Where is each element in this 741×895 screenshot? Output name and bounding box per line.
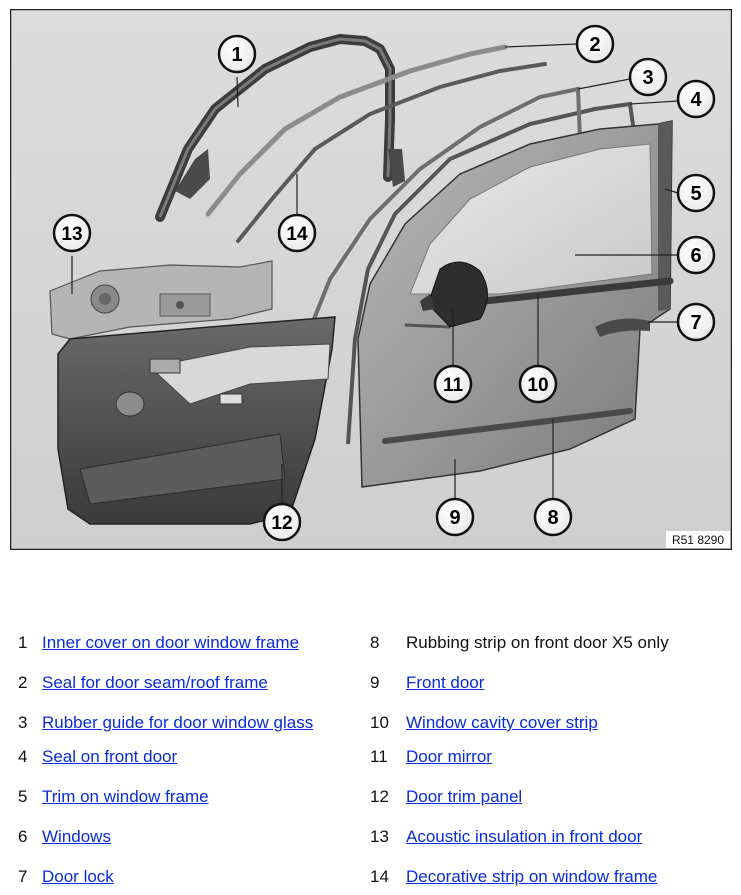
callout-13: 13 bbox=[52, 213, 92, 253]
part-seal-roof-frame bbox=[205, 44, 508, 217]
svg-text:4: 4 bbox=[690, 89, 702, 111]
part-window-glass bbox=[409, 143, 653, 295]
callout-2: 2 bbox=[575, 24, 615, 64]
legend-item-4: 4 Seal on front door bbox=[18, 747, 177, 767]
legend-number: 3 bbox=[18, 713, 28, 732]
legend-item-6: 6 Windows bbox=[18, 827, 111, 847]
svg-text:10: 10 bbox=[527, 375, 548, 396]
legend-number: 9 bbox=[370, 673, 380, 692]
figure-id-box bbox=[666, 531, 730, 548]
svg-text:1: 1 bbox=[231, 44, 242, 66]
part-window-frame-trim bbox=[658, 121, 672, 311]
legend-link-decorative-strip[interactable]: Decorative strip on window frame bbox=[406, 867, 658, 886]
callout-7: 7 bbox=[676, 302, 716, 342]
legend-link-cavity-cover-strip[interactable]: Window cavity cover strip bbox=[406, 713, 598, 732]
legend-link-front-door[interactable]: Front door bbox=[406, 673, 485, 692]
legend-item-9: 9 Front door bbox=[370, 673, 484, 693]
callout-10: 10 bbox=[518, 364, 558, 404]
legend-number: 5 bbox=[18, 787, 28, 806]
callout-4: 4 bbox=[676, 79, 716, 119]
legend-item-7: 7 Door lock bbox=[18, 867, 114, 887]
callout-5: 5 bbox=[676, 173, 716, 213]
legend-link-inner-cover[interactable]: Inner cover on door window frame bbox=[42, 633, 300, 652]
svg-text:14: 14 bbox=[286, 224, 308, 245]
callout-9: 9 bbox=[435, 497, 475, 537]
legend-item-8: 8 Rubbing strip on front door X5 only bbox=[370, 633, 669, 653]
callout-11: 11 bbox=[433, 364, 473, 404]
legend-link-seal-roof-frame[interactable]: Seal for door seam/roof frame bbox=[42, 673, 268, 692]
legend-item-12: 12 Door trim panel bbox=[370, 787, 522, 807]
legend-number: 4 bbox=[18, 747, 28, 766]
part-door-mirror bbox=[420, 261, 488, 328]
svg-text:11: 11 bbox=[443, 375, 464, 396]
part-acoustic-insulation bbox=[49, 260, 273, 340]
legend-number: 13 bbox=[370, 827, 389, 846]
svg-text:7: 7 bbox=[690, 312, 701, 334]
part-rubber-guide bbox=[308, 86, 583, 330]
legend-number: 12 bbox=[370, 787, 389, 806]
exploded-door-diagram: 1 2 3 4 5 6 7 8 9 10 11 12 13 14 R51 829… bbox=[10, 9, 732, 550]
svg-text:12: 12 bbox=[271, 513, 292, 534]
svg-text:5: 5 bbox=[690, 183, 701, 205]
callout-8: 8 bbox=[533, 497, 573, 537]
legend-item-3: 3 Rubber guide for door window glass bbox=[18, 713, 313, 733]
legend-item-2: 2 Seal for door seam/roof frame bbox=[18, 673, 268, 693]
legend-number: 7 bbox=[18, 867, 28, 886]
legend-item-1: 1 Inner cover on door window frame bbox=[18, 633, 299, 653]
legend-item-11: 11 Door mirror bbox=[370, 747, 492, 767]
legend-number: 1 bbox=[18, 633, 28, 652]
legend-item-14: 14 Decorative strip on window frame bbox=[370, 867, 657, 887]
legend-item-13: 13 Acoustic insulation in front door bbox=[370, 827, 642, 847]
legend-link-seal-front-door[interactable]: Seal on front door bbox=[42, 747, 178, 766]
legend-number: 14 bbox=[370, 867, 389, 886]
callout-12: 12 bbox=[262, 502, 302, 542]
legend-text-rubbing-strip: Rubbing strip on front door X5 only bbox=[406, 633, 669, 652]
callouts: 1 2 3 4 5 6 7 8 9 10 11 12 13 14 bbox=[52, 24, 716, 542]
legend-item-10: 10 Window cavity cover strip bbox=[370, 713, 598, 733]
legend-link-window-frame-trim[interactable]: Trim on window frame bbox=[42, 787, 209, 806]
legend-link-rubber-guide[interactable]: Rubber guide for door window glass bbox=[42, 713, 314, 732]
svg-text:6: 6 bbox=[690, 245, 701, 267]
part-seal-front-door bbox=[346, 101, 638, 445]
legend-link-door-lock[interactable]: Door lock bbox=[42, 867, 114, 886]
legend-item-5: 5 Trim on window frame bbox=[18, 787, 209, 807]
figure-id-label: R51 8290 bbox=[672, 533, 724, 547]
part-decorative-strip bbox=[236, 62, 547, 243]
part-cavity-cover-strip bbox=[481, 277, 674, 305]
legend-link-windows[interactable]: Windows bbox=[42, 827, 111, 846]
callout-3: 3 bbox=[628, 57, 668, 97]
legend-number: 10 bbox=[370, 713, 389, 732]
part-rubbing-strip bbox=[382, 408, 633, 444]
svg-text:8: 8 bbox=[547, 507, 558, 529]
part-inner-cover bbox=[155, 34, 405, 222]
part-door-lock bbox=[595, 318, 650, 337]
svg-text:3: 3 bbox=[642, 67, 653, 89]
callout-6: 6 bbox=[676, 235, 716, 275]
leader-lines bbox=[71, 43, 679, 503]
svg-text:9: 9 bbox=[449, 507, 460, 529]
callout-14: 14 bbox=[277, 213, 317, 253]
legend-number: 8 bbox=[370, 633, 380, 652]
callout-1: 1 bbox=[217, 34, 257, 74]
svg-text:13: 13 bbox=[61, 224, 82, 245]
legend-number: 11 bbox=[370, 747, 388, 766]
legend-number: 2 bbox=[18, 673, 28, 692]
legend-link-door-mirror[interactable]: Door mirror bbox=[406, 747, 492, 766]
legend-number: 6 bbox=[18, 827, 28, 846]
part-door-trim-panel bbox=[57, 316, 336, 525]
svg-text:2: 2 bbox=[589, 34, 600, 56]
legend-link-door-trim-panel[interactable]: Door trim panel bbox=[406, 787, 523, 806]
legend-link-acoustic-insulation[interactable]: Acoustic insulation in front door bbox=[406, 827, 643, 846]
part-front-door bbox=[357, 120, 674, 488]
